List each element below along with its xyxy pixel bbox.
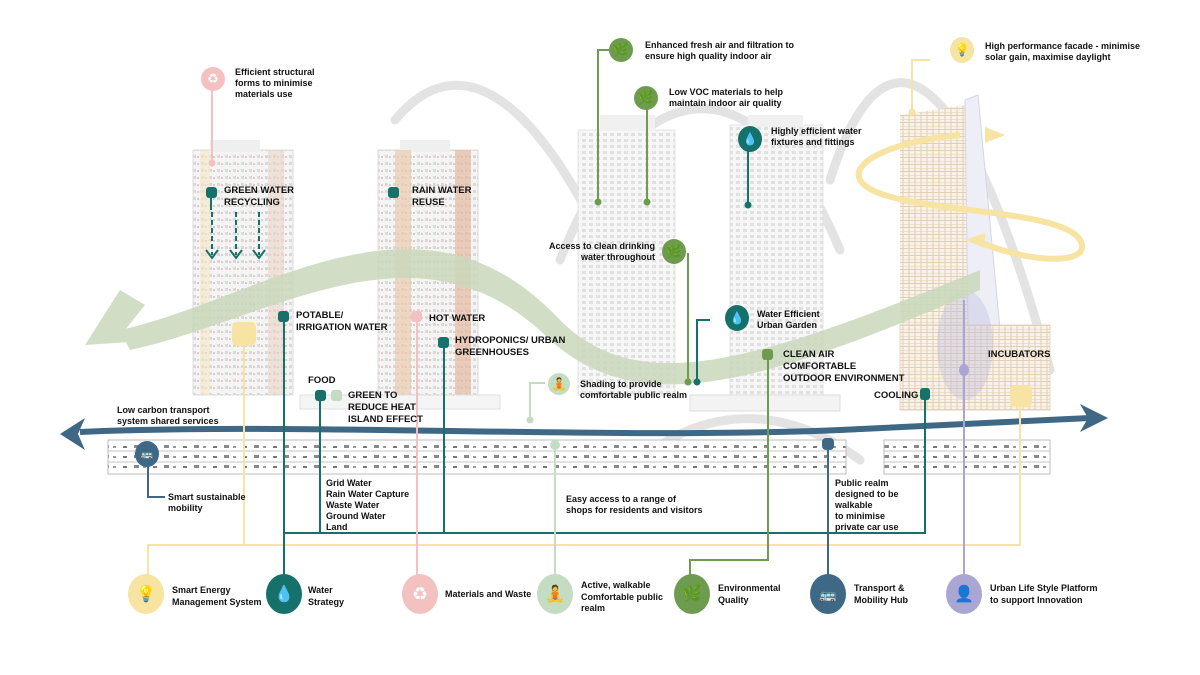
lightbulb-icon[interactable]: 💡 <box>128 574 164 614</box>
connector-lines <box>147 49 1021 575</box>
callout-structural: Efficient structural forms to minimise m… <box>235 67 315 99</box>
label-rain-water-reuse: RAIN WATER REUSE <box>412 185 472 208</box>
yoga-figure-icon: 🧘 <box>548 373 570 395</box>
label-smart-mobility: Smart sustainable mobility <box>168 492 246 513</box>
label-green-heat-island: GREEN TO REDUCE HEAT ISLAND EFFECT <box>348 390 423 425</box>
label-food: FOOD <box>308 375 336 386</box>
water-drop-icon[interactable]: 💧 <box>266 574 302 614</box>
recycle-icon[interactable]: ♻ <box>402 574 438 614</box>
transport-icon: 🚌 <box>135 441 159 467</box>
tower-3 <box>577 115 676 396</box>
globe-leaf-icon: 🌿 <box>634 86 658 110</box>
category-materials[interactable]: Materials and Waste <box>445 589 532 599</box>
water-drop-icon: 💧 <box>725 305 749 331</box>
label-public-realm: Public realm designed to be walkable to … <box>835 478 899 532</box>
label-potable-water: POTABLE/ IRRIGATION WATER <box>296 310 388 333</box>
node-markers <box>206 108 1032 450</box>
globe-leaf-icon[interactable]: 🌿 <box>674 574 710 614</box>
callout-shading: Shading to provide comfortable public re… <box>580 379 688 400</box>
recycling-arrows <box>211 212 260 255</box>
label-incubators: INCUBATORS <box>988 349 1051 360</box>
label-cooling: COOLING <box>874 390 919 401</box>
head-idea-icon[interactable]: 👤 <box>946 574 982 614</box>
transport-icon[interactable]: 🚌 <box>810 574 846 614</box>
label-hot-water: HOT WATER <box>429 313 486 324</box>
label-shops: Easy access to a range of shops for resi… <box>566 494 703 515</box>
category-transport[interactable]: Transport & Mobility Hub <box>854 583 908 605</box>
label-low-carbon-transport: Low carbon transport system shared servi… <box>117 405 219 426</box>
category-innovation[interactable]: Urban Life Style Platform to support Inn… <box>990 583 1098 605</box>
facade-airflow-loops <box>855 127 1086 262</box>
label-clean-air: CLEAN AIR COMFORTABLE OUTDOOR ENVIRONMEN… <box>783 349 905 384</box>
lightbulb-icon: 💡 <box>950 37 974 63</box>
label-hydroponics: HYDROPONICS/ URBAN GREENHOUSES <box>455 335 566 358</box>
label-water-sources: Grid Water Rain Water Capture Waste Wate… <box>326 478 410 532</box>
callout-drinking-water: Access to clean drinking water throughou… <box>548 241 655 262</box>
yoga-figure-icon[interactable]: 🧘 <box>537 574 573 614</box>
recycling-arrowheads <box>205 249 266 260</box>
globe-leaf-icon: 🌿 <box>662 239 686 264</box>
callout-fresh-air: Enhanced fresh air and filtration to ens… <box>645 40 795 61</box>
callout-low-voc: Low VOC materials to help maintain indoo… <box>669 87 784 108</box>
category-environment[interactable]: Environmental Quality <box>718 583 781 605</box>
recycle-icon: ♻ <box>201 67 225 91</box>
callout-water-fixtures: Highly efficient water fixtures and fitt… <box>771 126 862 147</box>
water-drop-icon: 💧 <box>738 126 762 152</box>
label-green-water-recycling: GREEN WATER RECYCLING <box>224 185 295 208</box>
parking-podium <box>107 394 1051 475</box>
callout-urban-garden: Water Efficient Urban Garden <box>757 309 820 330</box>
globe-leaf-icon: 🌿 <box>609 38 633 62</box>
category-walkable[interactable]: Active, walkable Comfortable public real… <box>581 580 664 613</box>
callout-facade: High performance facade - minimise solar… <box>985 41 1141 62</box>
category-water[interactable]: Water Strategy <box>308 585 345 607</box>
road-arrow <box>60 404 1108 450</box>
category-energy[interactable]: Smart Energy Management System <box>172 585 262 607</box>
